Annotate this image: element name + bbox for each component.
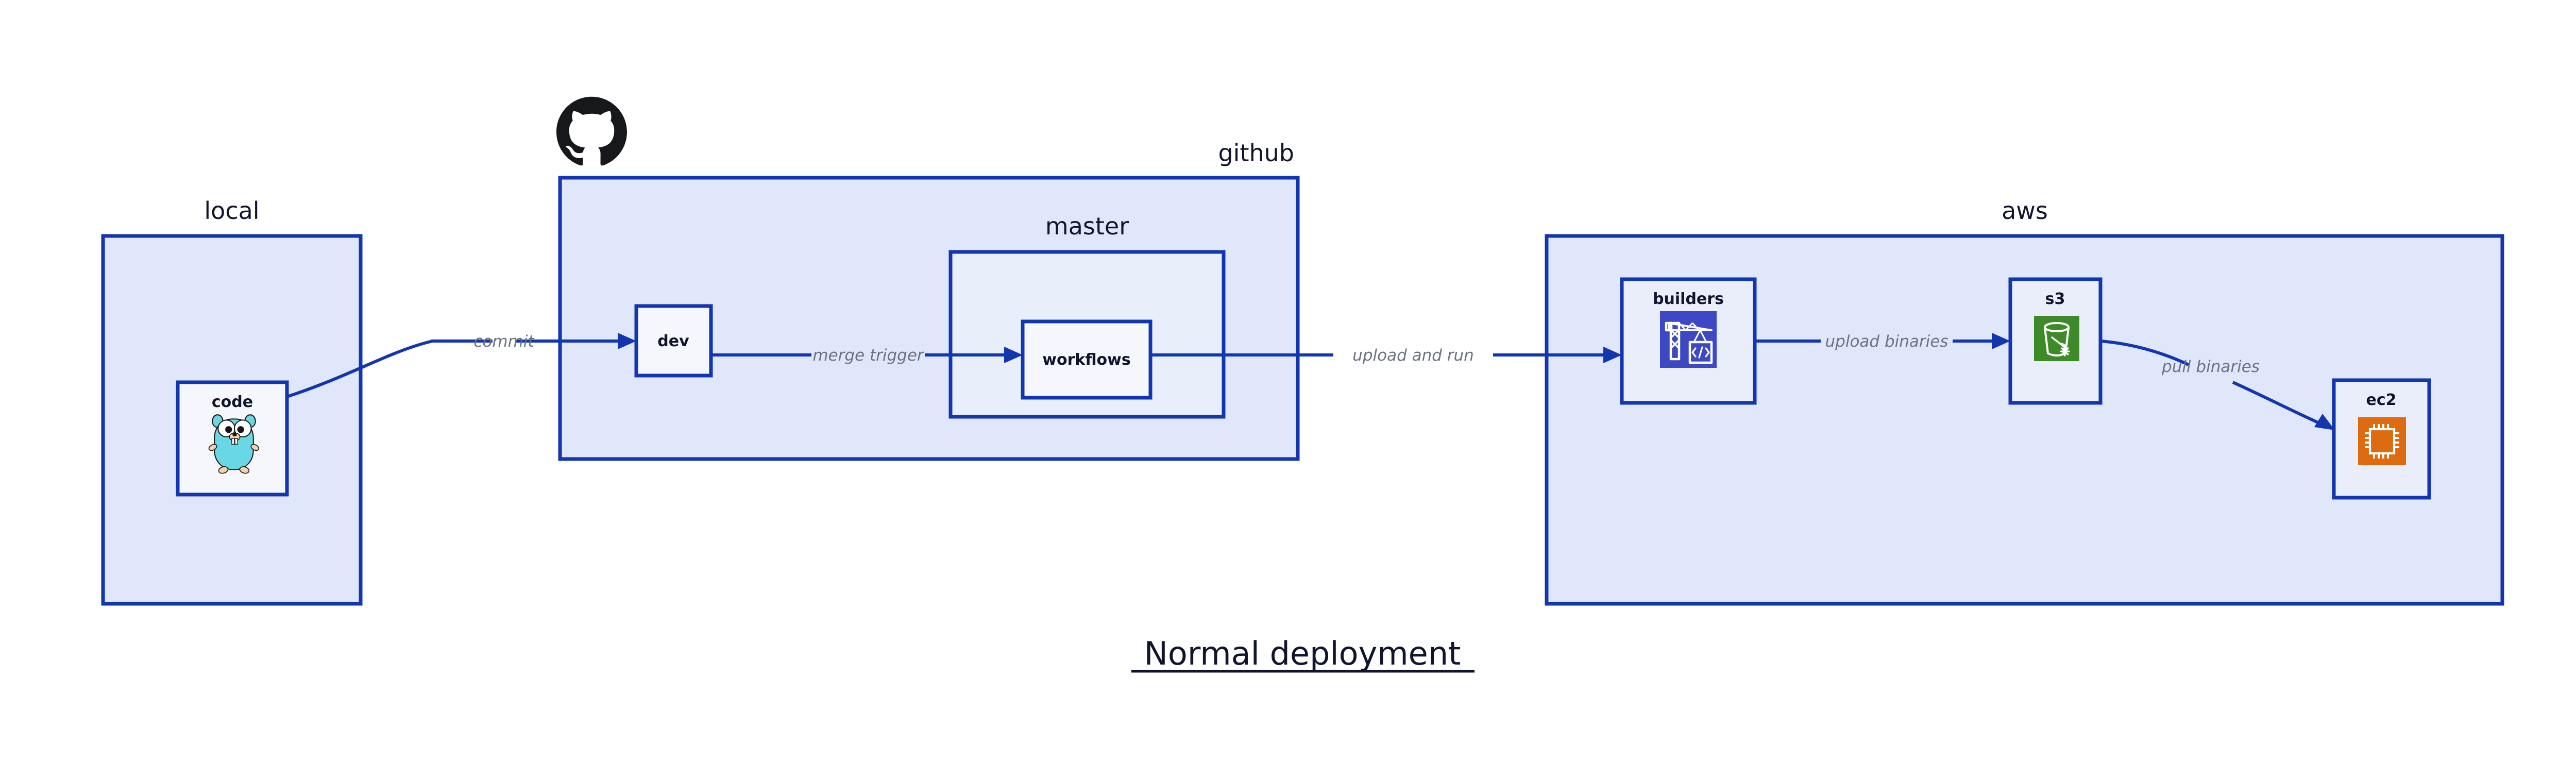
- edge-commit-label: commit: [473, 332, 535, 351]
- node-ec2[interactable]: ec2: [2332, 378, 2431, 500]
- github-octocat-icon: [556, 96, 627, 166]
- edge-merge-trigger-arrowhead: [1004, 347, 1023, 363]
- node-workflows[interactable]: workflows: [1021, 319, 1153, 400]
- edge-pull-binaries-label: pull binaries: [2161, 358, 2260, 376]
- node-code[interactable]: code: [176, 380, 289, 497]
- edge-upload-and-run-label: upload and run: [1352, 346, 1474, 365]
- group-aws-label: aws: [2002, 197, 2048, 225]
- go-gopher-icon: [208, 414, 260, 474]
- aws-s3-bucket-icon: [2034, 316, 2079, 361]
- edge-upload-and-run: upload and run: [1150, 346, 1622, 365]
- edge-pull-binaries-line-a: [2100, 339, 2190, 366]
- node-workflows-box[interactable]: [1021, 319, 1153, 400]
- edge-commit-arrowhead: [618, 333, 636, 349]
- edge-commit-line: [286, 339, 433, 398]
- group-local-label: local: [204, 197, 259, 225]
- aws-codebuild-crane-icon: [1660, 311, 1717, 368]
- node-workflows-label: workflows: [1042, 351, 1131, 369]
- aws-ec2-chip-icon: [2358, 417, 2406, 465]
- edge-pull-binaries-arrowhead: [2314, 414, 2335, 430]
- node-dev-box[interactable]: [634, 304, 713, 378]
- page-title: Normal deployment: [1144, 635, 1461, 672]
- edge-upload-and-run-arrowhead: [1603, 347, 1622, 363]
- node-ec2-label: ec2: [2366, 391, 2396, 409]
- node-dev-label: dev: [657, 332, 689, 350]
- node-s3[interactable]: s3: [2008, 277, 2103, 405]
- node-code-label: code: [212, 393, 253, 411]
- edge-merge-trigger-label: merge trigger: [812, 346, 925, 365]
- edge-merge-trigger: merge trigger: [711, 346, 1023, 365]
- edge-upload-binaries: upload binaries: [1755, 332, 2010, 351]
- diagram-title-group: Normal deployment: [1131, 635, 1475, 673]
- edge-upload-binaries-arrowhead: [1992, 333, 2010, 349]
- node-dev[interactable]: dev: [634, 304, 713, 378]
- node-s3-label: s3: [2045, 290, 2065, 308]
- group-master-label: master: [1045, 212, 1129, 240]
- edge-pull-binaries: pull binaries: [2100, 339, 2335, 430]
- edge-upload-binaries-label: upload binaries: [1825, 332, 1948, 351]
- edge-commit: commit: [286, 332, 636, 398]
- edge-pull-binaries-line-b: [2232, 381, 2324, 426]
- node-builders-label: builders: [1653, 290, 1724, 308]
- node-builders[interactable]: builders: [1620, 277, 1757, 405]
- group-github-label: github: [1218, 139, 1294, 167]
